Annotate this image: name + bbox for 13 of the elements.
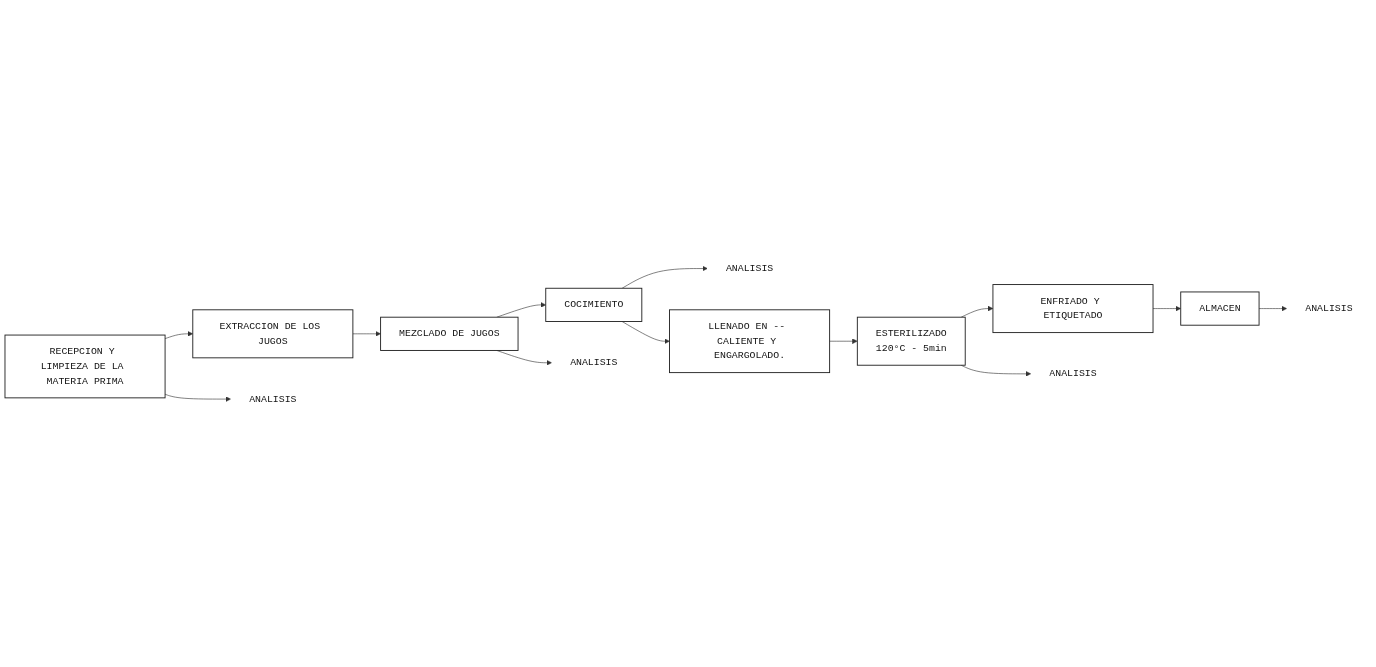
node-box: ENFRIADO Y ETIQUETADO bbox=[992, 283, 1154, 333]
node-box: ESTERILIZADO 120°C - 5min bbox=[856, 316, 966, 366]
node-text: ANALISIS bbox=[570, 356, 618, 368]
node-box: LLENADO EN -- CALIENTE Y ENGARGOLADO. bbox=[669, 309, 831, 373]
node-box: RECEPCION Y LIMPIEZA DE LA MATERIA PRIMA bbox=[4, 334, 166, 398]
node-text: ANALISIS bbox=[1049, 367, 1097, 380]
node-text: ANALISIS bbox=[725, 262, 774, 274]
node-box: MEZCLADO DE JUGOS bbox=[380, 316, 519, 351]
node-box: COCIMIENTO bbox=[545, 287, 643, 322]
node-text: ANALISIS bbox=[1305, 302, 1353, 314]
node-text: ANALISIS bbox=[249, 393, 297, 405]
node-box: ALMACEN bbox=[1180, 291, 1260, 326]
node-box: EXTRACCION DE LOS JUGOS bbox=[192, 309, 354, 358]
